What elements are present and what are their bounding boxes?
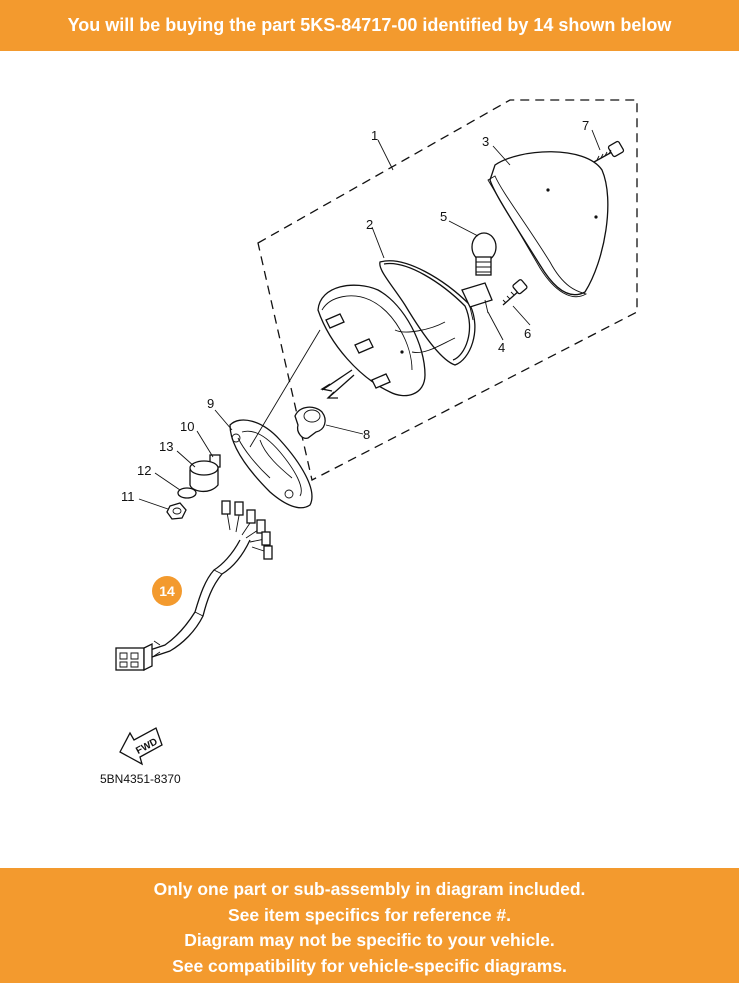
banner-text: You will be buying the part 5KS-84717-00… (67, 15, 672, 35)
footer-line-2: See item specifics for reference #. (227, 904, 512, 925)
part-cushion (189, 460, 219, 493)
part-housing (317, 284, 456, 397)
leader-lines (138, 129, 601, 510)
diagram-code: 5BN4351-8370 (100, 772, 181, 786)
callout-3: 3 (482, 134, 489, 149)
part-gasket (379, 260, 476, 366)
bottom-banner: Only one part or sub-assembly in diagram… (0, 868, 739, 983)
callout-9: 9 (207, 396, 214, 411)
callout-6: 6 (524, 326, 531, 341)
fwd-arrow-icon: FWD (119, 727, 163, 766)
callout-14: 14 (159, 583, 175, 599)
part-grommet (294, 406, 326, 439)
callout-7: 7 (582, 118, 589, 133)
part-socket (461, 282, 493, 321)
part-lens (487, 151, 609, 298)
callout-13: 13 (159, 439, 173, 454)
top-banner: You will be buying the part 5KS-84717-00… (0, 0, 739, 51)
callout-4: 4 (498, 340, 505, 355)
part-base-plate (229, 419, 313, 509)
part-nut (166, 502, 187, 520)
footer-line-4: See compatibility for vehicle-specific d… (172, 955, 567, 976)
part-screw-6 (502, 279, 528, 306)
callout-2: 2 (366, 217, 373, 232)
callout-8: 8 (363, 427, 370, 442)
parts-diagram: 1 2 3 4 5 6 7 8 9 10 13 12 11 14 FWD 5BN… (100, 99, 638, 786)
assembly-outline (257, 99, 638, 481)
callout-1: 1 (371, 128, 378, 143)
footer-line-3: Diagram may not be specific to your vehi… (184, 930, 555, 950)
callout-12: 12 (137, 463, 151, 478)
part-bulb (471, 232, 497, 276)
part-washer (177, 487, 197, 499)
callout-14-highlight[interactable]: 14 (152, 576, 182, 606)
callout-10: 10 (180, 419, 194, 434)
part-wire-harness-14 (115, 500, 273, 672)
wire-exit (321, 369, 355, 399)
callout-5: 5 (440, 209, 447, 224)
part-screw-7 (593, 140, 625, 163)
footer-line-1: Only one part or sub-assembly in diagram… (153, 879, 586, 899)
callout-11: 11 (121, 489, 135, 504)
